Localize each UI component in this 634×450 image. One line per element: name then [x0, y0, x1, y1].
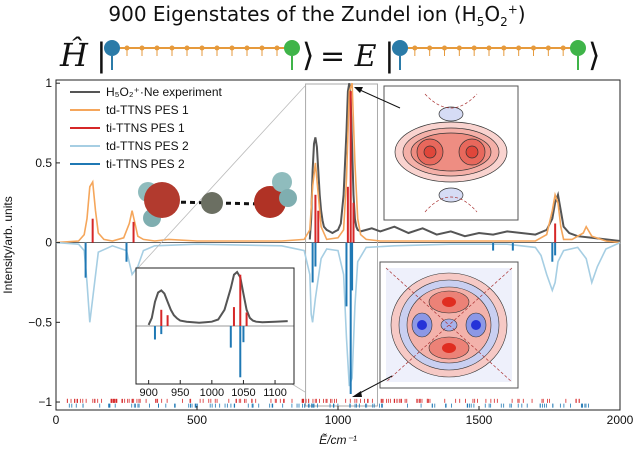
inset-x-tick-label: 900: [139, 387, 157, 399]
inset-x-tick-label: 1000: [200, 387, 224, 399]
y-axis-ticks: −1 −0.5 0 0.5 1: [28, 76, 60, 409]
eigenstate-rug: [66, 398, 589, 408]
ket-left-bar-2: |: [384, 36, 395, 74]
figure-title: 900 Eigenstates of the Zundel ion (H5O2+…: [108, 2, 526, 29]
hamiltonian-operator: Ĥ: [59, 36, 89, 74]
legend-label-3: td-TTNS PES 2: [106, 139, 189, 153]
y-tick-label: 0.5: [35, 156, 52, 170]
inset-x-tick-label: 1100: [263, 387, 287, 399]
x-tick-label: 2000: [607, 413, 634, 427]
y-tick-label: 1: [45, 76, 52, 90]
ket-right-bracket-2: ⟩: [588, 36, 600, 74]
x-tick-label: 0: [53, 413, 60, 427]
stick-layer: [84, 91, 557, 395]
contour-map-bottom: [379, 261, 519, 389]
x-tick-label: 1000: [325, 413, 352, 427]
zoom-connector-top: [137, 85, 306, 269]
molecule-chain-2: [392, 40, 586, 70]
zundel-molecule-image: [138, 172, 297, 227]
series-layer: [55, 82, 621, 387]
legend-label-4: ti-TTNS PES 2: [106, 157, 185, 171]
arrow-to-bottom-map: [352, 375, 393, 397]
inset-x-tick-label: 950: [171, 387, 189, 399]
y-tick-label: −1: [38, 395, 52, 409]
x-axis-label: Ẽ/cm⁻¹: [319, 433, 357, 447]
inset-plot: 900 950 1000 1050 1100: [135, 267, 295, 399]
series-line-0: [308, 83, 621, 242]
zoom-region-box: [305, 83, 378, 407]
legend-label-1: td-TTNS PES 1: [106, 103, 189, 117]
spectrum-chart: 0 500 1000 1500 2000 −1 −0.5 0 0.5 1 Ẽ/cm⁻¹ Inte…: [1, 76, 634, 447]
y-tick-label: −0.5: [28, 315, 52, 329]
molecule-chain-1: [104, 40, 300, 70]
x-axis-ticks: 0 500 1000 1500 2000: [53, 406, 634, 427]
inset-experiment-line: [147, 270, 288, 326]
arrow-to-top-map: [354, 87, 401, 109]
hamiltonian-equation: Ĥ | ⟩ = E | ⟩: [59, 36, 600, 74]
y-tick-label: 0: [45, 236, 52, 250]
zoom-connector-bottom: [291, 383, 306, 393]
ket-left-bar-1: |: [96, 36, 107, 74]
x-tick-label: 500: [187, 413, 207, 427]
legend-label-0: H₅O₂⁺·Ne experiment: [106, 85, 223, 99]
inset-x-ticks: 900 950 1000 1050 1100: [139, 380, 287, 399]
legend: H₅O₂⁺·Ne experiment td-TTNS PES 1 ti-TTNS …: [70, 85, 223, 171]
y-axis-label: Intensity/arb. units: [1, 196, 15, 293]
x-tick-label: 1500: [466, 413, 493, 427]
series-line-2: [55, 241, 621, 387]
inset-x-tick-label: 1050: [231, 387, 255, 399]
legend-label-2: ti-TTNS PES 1: [106, 121, 185, 135]
series-line-1: [55, 82, 621, 244]
contour-map-top: [383, 85, 519, 221]
energy-eigenvalue: = E: [320, 39, 377, 74]
ket-right-bracket-1: ⟩: [302, 36, 314, 74]
